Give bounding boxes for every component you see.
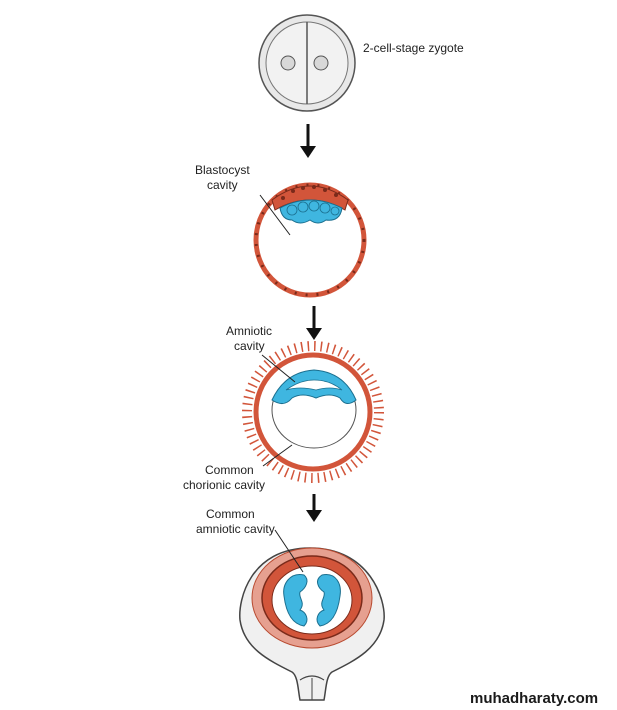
arrow-1	[300, 124, 316, 158]
common-amniotic-label-1: Common	[206, 507, 255, 521]
blastocyst-label-2: cavity	[207, 178, 238, 192]
common-amniotic-label-2: amniotic cavity	[196, 522, 275, 536]
chorionic-label-2: chorionic cavity	[183, 478, 265, 492]
uterus-stage: Common amniotic cavity	[196, 507, 385, 701]
watermark: muhadharaty.com	[470, 690, 598, 707]
blastocyst-stage: Blastocyst cavity	[195, 163, 367, 298]
chorionic-stage: Amniotic cavity Common chorionic cavity	[183, 324, 384, 492]
nucleus-left	[280, 55, 296, 71]
cervix	[299, 675, 325, 681]
zygote-label: 2-cell-stage zygote	[363, 41, 464, 55]
amniotic-leader	[261, 354, 296, 383]
arrow-3	[306, 494, 322, 522]
amniotic-label-1: Amniotic	[226, 324, 272, 338]
inner-cell-mass-cells	[286, 200, 340, 216]
chorionic-leader	[262, 444, 293, 467]
common-amniotic-cavity	[271, 565, 353, 635]
trophoblast-dots	[254, 183, 366, 297]
blastocyst-leader	[259, 194, 291, 236]
embryo-right	[316, 574, 341, 627]
amniotic-label-2: cavity	[234, 339, 265, 353]
amniotic-cavity	[285, 379, 343, 391]
chorionic-label-1: Common	[205, 463, 254, 477]
zygote-stage: 2-cell-stage zygote	[258, 14, 464, 112]
trophoblast-cap-cells	[281, 185, 338, 200]
blastocyst-label-1: Blastocyst	[195, 163, 250, 177]
arrow-2	[306, 306, 322, 340]
embryo-left	[283, 574, 308, 627]
chorionic-villi	[242, 341, 384, 483]
nucleus-right	[313, 55, 329, 71]
inner-cell-mass	[279, 199, 343, 224]
common-amniotic-leader	[274, 529, 304, 573]
